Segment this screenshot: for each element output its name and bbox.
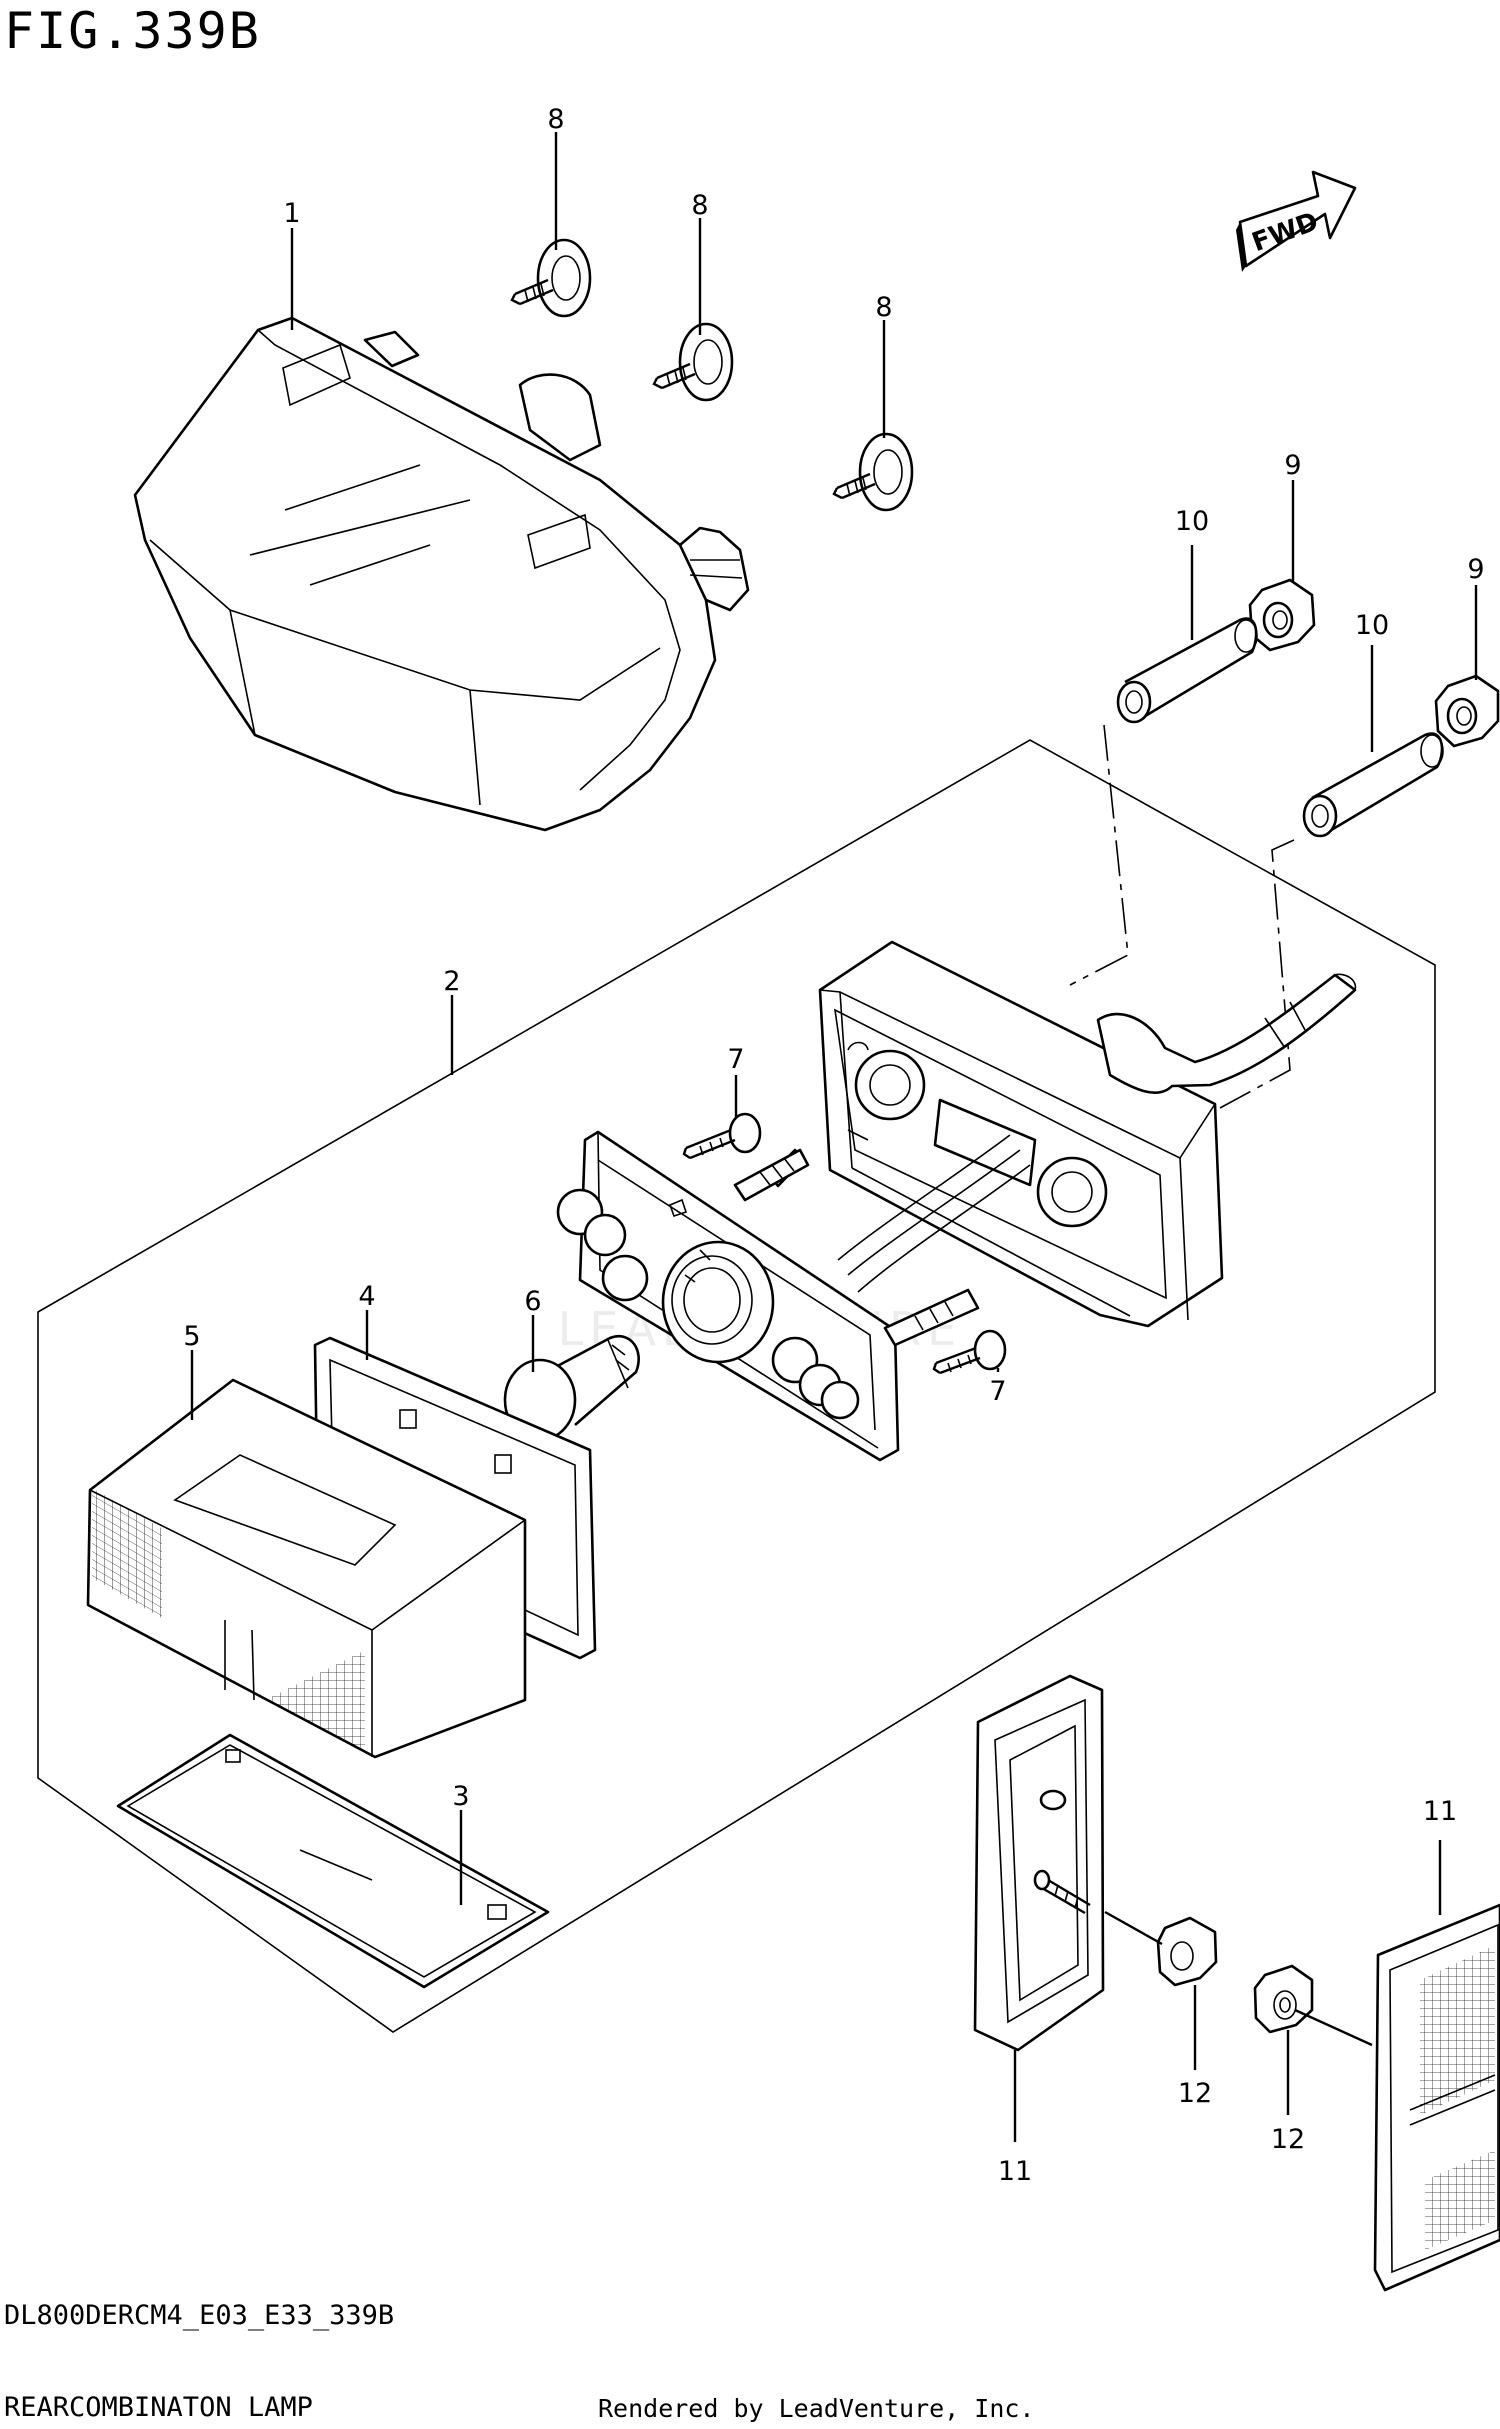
callout-11b: 11 — [1423, 1796, 1457, 1827]
callout-12b: 12 — [1271, 2124, 1305, 2155]
nut-9b — [1434, 674, 1500, 748]
callout-10b: 10 — [1355, 610, 1389, 641]
callout-8a: 8 — [547, 104, 564, 135]
callout-4: 4 — [358, 1281, 375, 1312]
callout-8c: 8 — [875, 292, 892, 323]
section-name: REARCOMBINATON LAMP — [4, 2392, 313, 2423]
callout-1: 1 — [283, 198, 300, 229]
callout-7a: 7 — [727, 1044, 744, 1075]
spacer-10a — [1116, 617, 1258, 724]
screw-8a — [510, 238, 592, 318]
fwd-arrow-icon: FWD — [1236, 170, 1357, 272]
screw-7b — [932, 1329, 1007, 1375]
callout-8b: 8 — [691, 190, 708, 221]
screw-8b — [652, 322, 734, 402]
callout-9a: 9 — [1284, 450, 1301, 481]
screw-8c — [832, 432, 914, 512]
figure-title: FIG.339B — [4, 2, 261, 60]
callout-5: 5 — [183, 1321, 200, 1352]
nut-12b — [1253, 1964, 1314, 2034]
reflector-frame-11a — [973, 1674, 1105, 2052]
lamp-base-housing — [818, 940, 1357, 1328]
render-credit: Rendered by LeadVenture, Inc. — [598, 2394, 1035, 2423]
nut-9a — [1248, 578, 1316, 652]
spacer-10b — [1302, 732, 1444, 838]
screw-7a — [682, 1112, 762, 1160]
model-code: DL800DERCM4_E03_E33_339B — [4, 2300, 395, 2331]
callout-leaders — [190, 132, 1478, 2142]
tail-lamp-housing — [133, 316, 750, 832]
callout-11a: 11 — [998, 2156, 1032, 2187]
callout-7b: 7 — [989, 1376, 1006, 1407]
lens-5 — [86, 1378, 527, 1759]
callout-9b: 9 — [1467, 554, 1484, 585]
reflector-11b — [1373, 1903, 1500, 2292]
callout-6: 6 — [524, 1286, 541, 1317]
callout-10a: 10 — [1175, 506, 1209, 537]
nut-12a — [1156, 1916, 1218, 1987]
assembly-group-outline — [37, 739, 1436, 2033]
bulb-socket-plate — [556, 1130, 1031, 1462]
callout-12a: 12 — [1178, 2078, 1212, 2109]
callout-2: 2 — [443, 966, 460, 997]
lower-lens-3 — [116, 1733, 550, 1989]
callout-3: 3 — [452, 1781, 469, 1812]
